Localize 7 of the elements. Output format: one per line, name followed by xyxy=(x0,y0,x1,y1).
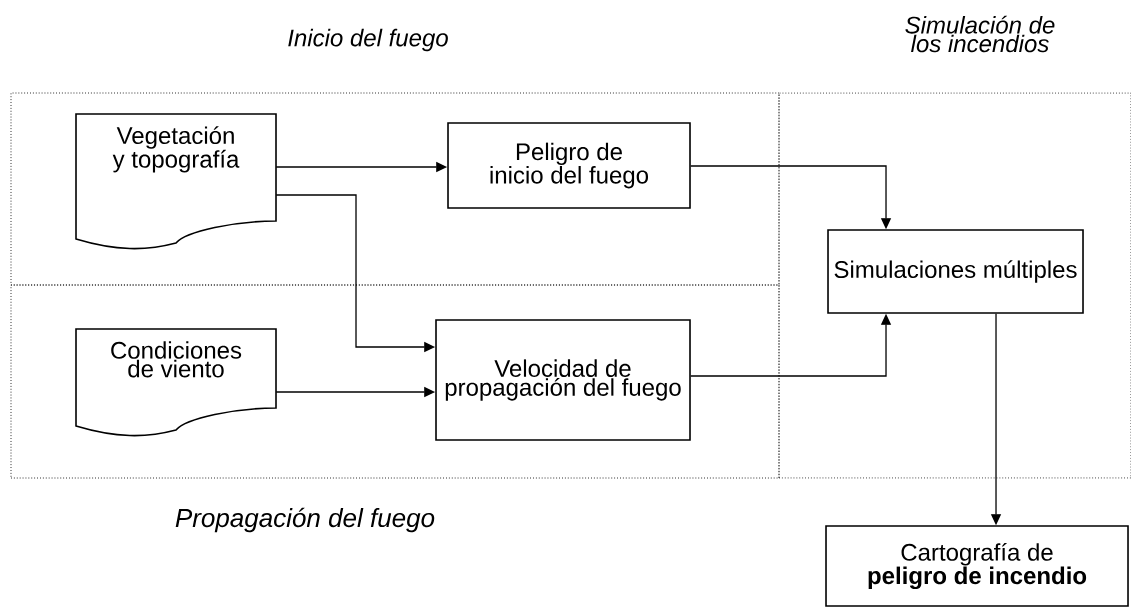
process-box: Velocidad de propagación del fuego xyxy=(435,319,691,441)
process-box: Peligro de inicio del fuego xyxy=(447,122,691,209)
node-label: Propagación del fuego xyxy=(175,507,435,533)
node-label: Inicio del fuego xyxy=(288,28,448,52)
process-box: Cartografía de peligro de incendio xyxy=(825,525,1129,607)
node-label: Simulación de los incendios xyxy=(905,15,1055,53)
process-box: Simulaciones múltiples xyxy=(827,229,1084,314)
